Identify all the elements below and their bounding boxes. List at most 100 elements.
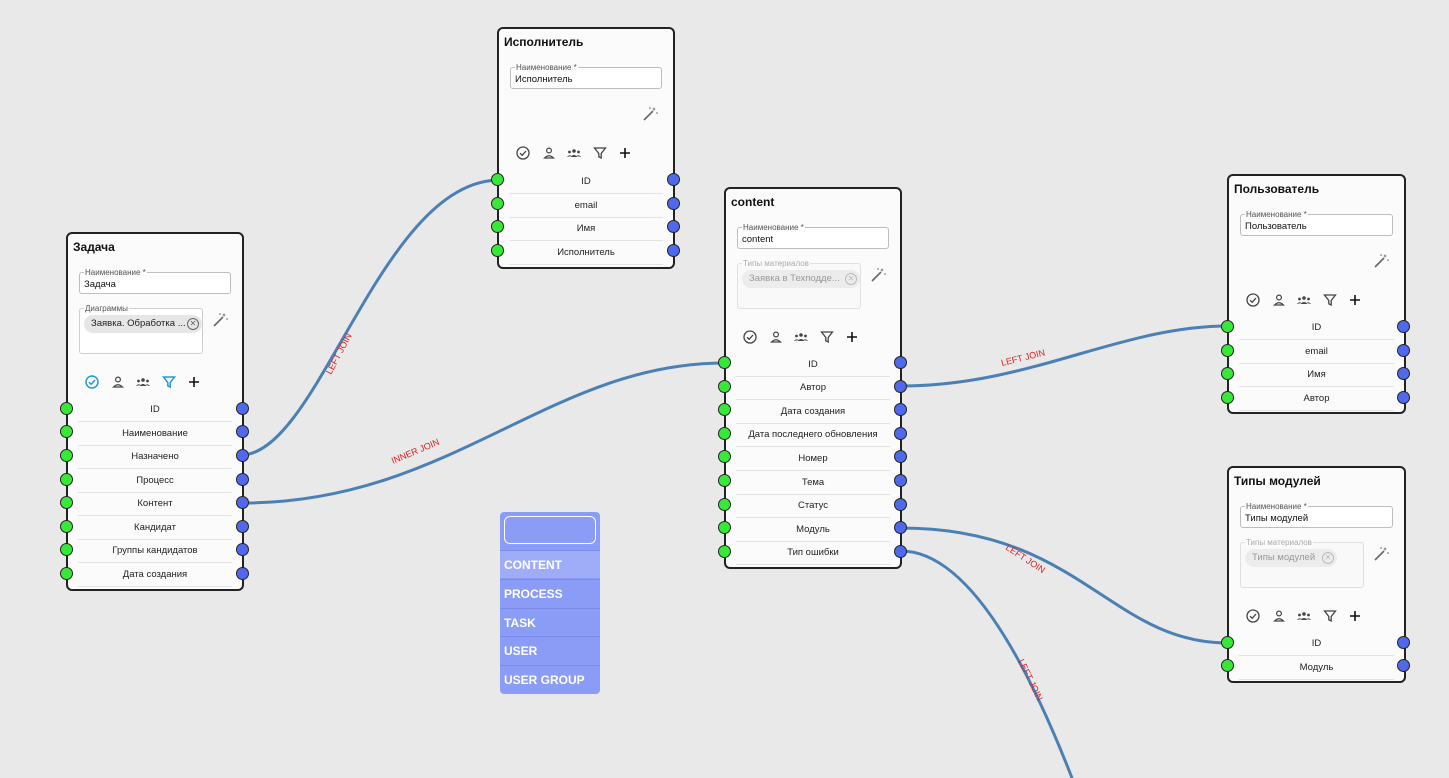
group-icon[interactable] <box>566 145 582 161</box>
input-port[interactable] <box>718 356 731 369</box>
name-field[interactable]: Наименование * Типы модулей <box>1240 502 1393 528</box>
input-port[interactable] <box>60 520 73 533</box>
input-port[interactable] <box>491 197 504 210</box>
input-port[interactable] <box>718 380 731 393</box>
name-field[interactable]: Наименование * Пользователь <box>1240 210 1393 236</box>
close-circle-icon[interactable]: ✕ <box>1322 552 1334 564</box>
dropdown-option-content[interactable]: CONTENT <box>500 550 600 578</box>
node-executor[interactable]: Исполнитель Наименование * Исполнитель I… <box>497 27 675 269</box>
output-port[interactable] <box>894 403 907 416</box>
check-circle-icon[interactable] <box>742 329 758 345</box>
dropdown-option-user[interactable]: USER <box>500 636 600 664</box>
diagram-chip[interactable]: Заявка. Обработка ... ✕ <box>84 315 202 333</box>
output-port[interactable] <box>236 425 249 438</box>
input-port[interactable] <box>718 498 731 511</box>
input-port[interactable] <box>491 173 504 186</box>
output-port[interactable] <box>667 244 680 257</box>
output-port[interactable] <box>1397 391 1410 404</box>
output-port[interactable] <box>894 380 907 393</box>
output-port[interactable] <box>1397 367 1410 380</box>
node-task[interactable]: Задача Наименование * Задача Диаграммы З… <box>66 232 244 591</box>
link-content-offscreen[interactable] <box>899 549 1074 778</box>
node-user[interactable]: Пользователь Наименование * Пользователь… <box>1227 174 1406 414</box>
output-port[interactable] <box>1397 636 1410 649</box>
output-port[interactable] <box>236 473 249 486</box>
filter-icon[interactable] <box>592 145 608 161</box>
input-port[interactable] <box>60 567 73 580</box>
input-port[interactable] <box>1221 636 1234 649</box>
input-port[interactable] <box>718 474 731 487</box>
output-port[interactable] <box>236 567 249 580</box>
check-circle-icon[interactable] <box>84 374 100 390</box>
input-port[interactable] <box>60 496 73 509</box>
node-content[interactable]: content Наименование * content Типы мате… <box>724 187 902 569</box>
magic-wand-icon[interactable] <box>641 105 659 123</box>
plus-icon[interactable] <box>186 374 202 390</box>
name-field[interactable]: Наименование * Задача <box>79 268 231 294</box>
output-port[interactable] <box>667 173 680 186</box>
input-port[interactable] <box>1221 391 1234 404</box>
input-port[interactable] <box>60 543 73 556</box>
user-icon[interactable] <box>1271 292 1287 308</box>
output-port[interactable] <box>236 520 249 533</box>
input-port[interactable] <box>491 220 504 233</box>
output-port[interactable] <box>894 450 907 463</box>
close-circle-icon[interactable]: ✕ <box>187 318 199 330</box>
plus-icon[interactable] <box>1347 608 1363 624</box>
link-task-executor[interactable] <box>241 178 499 457</box>
node-module-types[interactable]: Типы модулей Наименование * Типы модулей… <box>1227 466 1406 683</box>
dropdown-option-process[interactable]: PROCESS <box>500 579 600 607</box>
output-port[interactable] <box>894 498 907 511</box>
output-port[interactable] <box>236 402 249 415</box>
output-port[interactable] <box>236 543 249 556</box>
output-port[interactable] <box>894 427 907 440</box>
input-port[interactable] <box>1221 367 1234 380</box>
filter-icon[interactable] <box>819 329 835 345</box>
input-port[interactable] <box>718 545 731 558</box>
input-port[interactable] <box>60 402 73 415</box>
input-port[interactable] <box>60 425 73 438</box>
input-port[interactable] <box>1221 344 1234 357</box>
input-port[interactable] <box>1221 659 1234 672</box>
entity-dropdown[interactable]: CONTENT PROCESS TASK USER USER GROUP <box>500 512 600 694</box>
name-field[interactable]: Наименование * content <box>737 223 889 249</box>
output-port[interactable] <box>667 197 680 210</box>
output-port[interactable] <box>236 496 249 509</box>
user-icon[interactable] <box>110 374 126 390</box>
input-port[interactable] <box>718 450 731 463</box>
check-circle-icon[interactable] <box>1245 292 1261 308</box>
link-task-content[interactable] <box>241 361 726 505</box>
material-type-chip[interactable]: Заявка в Техподде... ✕ <box>742 270 860 288</box>
filter-icon[interactable] <box>1322 608 1338 624</box>
link-content-moduletypes[interactable] <box>899 526 1230 645</box>
magic-wand-icon[interactable] <box>1372 545 1390 563</box>
output-port[interactable] <box>894 521 907 534</box>
user-icon[interactable] <box>541 145 557 161</box>
output-port[interactable] <box>236 449 249 462</box>
close-circle-icon[interactable]: ✕ <box>845 273 857 285</box>
group-icon[interactable] <box>1296 608 1312 624</box>
input-port[interactable] <box>60 473 73 486</box>
name-field[interactable]: Наименование * Исполнитель <box>510 63 662 89</box>
dropdown-option-user-group[interactable]: USER GROUP <box>500 665 600 693</box>
output-port[interactable] <box>894 356 907 369</box>
output-port[interactable] <box>667 220 680 233</box>
input-port[interactable] <box>60 449 73 462</box>
output-port[interactable] <box>1397 344 1410 357</box>
material-types-select[interactable]: Типы материалов Типы модулей ✕ <box>1240 538 1364 588</box>
input-port[interactable] <box>491 244 504 257</box>
check-circle-icon[interactable] <box>1245 608 1261 624</box>
check-circle-icon[interactable] <box>515 145 531 161</box>
plus-icon[interactable] <box>844 329 860 345</box>
group-icon[interactable] <box>1296 292 1312 308</box>
output-port[interactable] <box>894 545 907 558</box>
dropdown-search-input[interactable] <box>504 516 596 544</box>
material-type-chip[interactable]: Типы модулей ✕ <box>1245 549 1337 567</box>
input-port[interactable] <box>718 521 731 534</box>
group-icon[interactable] <box>793 329 809 345</box>
plus-icon[interactable] <box>1347 292 1363 308</box>
filter-icon[interactable] <box>1322 292 1338 308</box>
link-content-user[interactable] <box>899 324 1230 388</box>
output-port[interactable] <box>894 474 907 487</box>
output-port[interactable] <box>1397 659 1410 672</box>
